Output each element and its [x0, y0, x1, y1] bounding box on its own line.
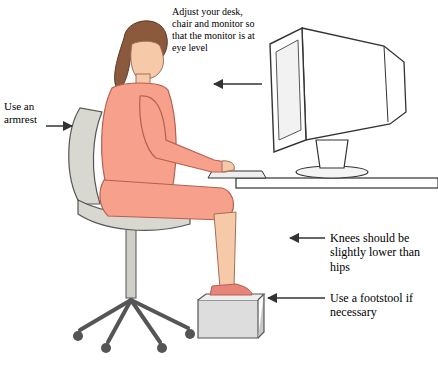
footstool-side [258, 294, 264, 338]
desk-top [236, 178, 438, 188]
lower-leg [214, 212, 236, 288]
shoe [210, 284, 252, 295]
callout-label: Knees should be slightly lower than hips [330, 231, 434, 274]
leader-arrow [214, 83, 262, 85]
hand [222, 161, 234, 172]
leader-arrow [290, 237, 325, 239]
monitor-body [302, 28, 406, 140]
monitor-screen [270, 28, 306, 152]
callout-label: Adjust your desk, chair and monitor so t… [172, 6, 260, 54]
chair-casters [73, 329, 195, 353]
leader-arrow [46, 125, 72, 127]
callout-label: Use an armrest [4, 100, 46, 126]
leader-arrow [268, 297, 325, 299]
chair-column [126, 226, 136, 298]
footstool [198, 300, 258, 338]
chair-back [69, 108, 102, 204]
head [131, 41, 164, 79]
monitor-edge [384, 46, 388, 122]
callout-label: Use a footstool if necessary [330, 291, 434, 320]
monitor-neck [316, 140, 348, 168]
arm [140, 96, 226, 172]
monitor-glass [276, 40, 301, 140]
hair [115, 21, 168, 90]
chair-legs [80, 300, 188, 342]
